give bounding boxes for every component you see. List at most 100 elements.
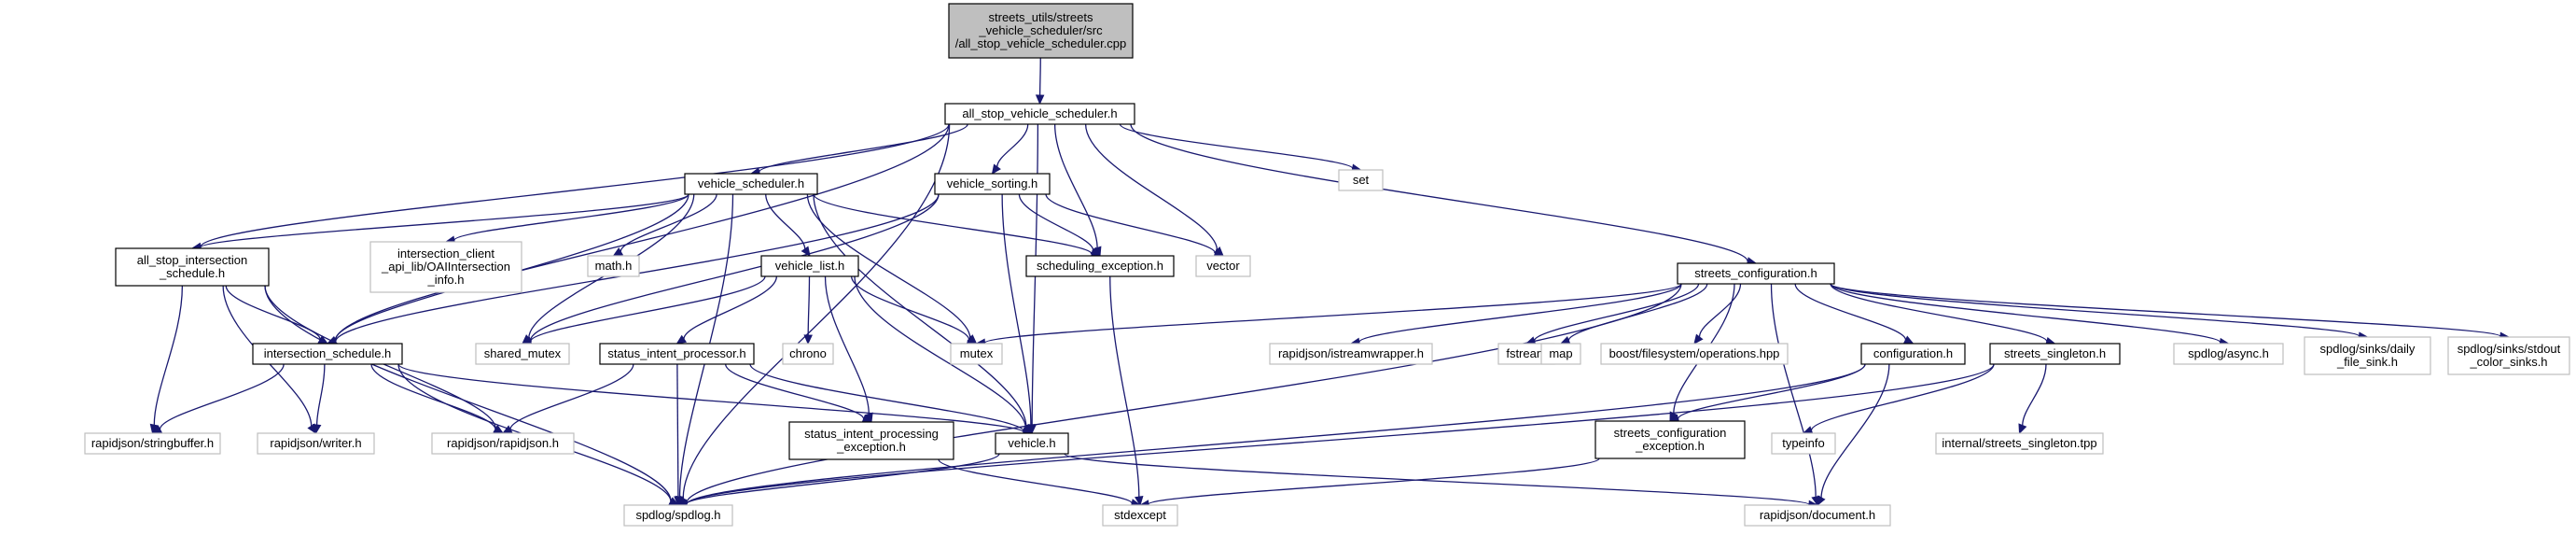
node-sched-exc-h[interactable]: scheduling_exception.h — [1025, 255, 1175, 277]
arrowhead-icon — [1090, 246, 1101, 257]
edge-sip_h-to-sipe_h — [724, 363, 865, 419]
arrowhead-icon — [675, 334, 688, 345]
edge-vehicle_list_h-to-shared_mutex — [530, 275, 766, 342]
edge-vehicle_list_h-to-mutex — [850, 275, 970, 340]
arrowhead-icon — [1035, 94, 1045, 106]
node-label: _info.h — [426, 273, 464, 287]
arrowhead-icon — [1135, 495, 1144, 507]
node-boostfs: boost/filesystem/operations.hpp — [1600, 343, 1789, 365]
node-label: stdexcept — [1114, 508, 1166, 522]
node-config-h[interactable]: configuration.h — [1860, 343, 1966, 365]
node-box — [2304, 336, 2431, 375]
node-label: spdlog/async.h — [2188, 346, 2269, 360]
node-box — [950, 343, 1003, 365]
node-label: configuration.h — [1873, 346, 1953, 360]
edge-vehicle_scheduler_h-to-math — [620, 193, 717, 252]
node-stdout: spdlog/sinks/stdout_color_sinks.h — [2447, 336, 2570, 375]
node-box — [1102, 504, 1178, 527]
node-label: all_stop_intersection — [137, 253, 248, 267]
edge-asvs_h-to-set — [1119, 123, 1354, 169]
edge-vehicle_h-to-spdlog — [686, 453, 1000, 505]
node-asis-h[interactable]: all_stop_intersection_schedule.h — [115, 247, 270, 287]
node-async: spdlog/async.h — [2173, 343, 2284, 365]
node-streets-config-h[interactable]: streets_configuration.h — [1677, 262, 1835, 285]
edge-streets_config_h-to-async — [1830, 283, 2221, 344]
edge-asvs_h-to-vehicle_h — [1031, 123, 1039, 426]
node-box — [115, 247, 270, 287]
node-root[interactable]: streets_utils/streets_vehicle_scheduler/… — [948, 3, 1134, 59]
node-box — [788, 421, 954, 460]
edge-streets_config_h-to-stdout — [1830, 283, 2501, 337]
node-box — [1594, 420, 1746, 459]
node-label: vehicle.h — [1008, 436, 1055, 450]
edge-is_h-to-strbuf — [159, 363, 285, 430]
edge-asvs_h-to-is_h — [334, 123, 950, 342]
node-label: rapidjson/stringbuffer.h — [91, 436, 214, 450]
node-shared-mutex: shared_mutex — [475, 343, 570, 365]
arrowhead-icon — [2018, 423, 2027, 435]
arrowhead-icon — [803, 334, 813, 345]
node-box — [2173, 343, 2284, 365]
node-singleton-h[interactable]: streets_singleton.h — [1989, 343, 2121, 365]
node-map: map — [1540, 343, 1581, 365]
node-box — [684, 173, 818, 195]
arrowhead-icon — [1817, 495, 1826, 507]
edge-asvs_h-to-vector — [1084, 123, 1218, 250]
node-label: all_stop_vehicle_scheduler.h — [962, 106, 1117, 120]
edge-asvs_h-to-asis_h — [200, 123, 950, 248]
node-box — [1025, 255, 1175, 277]
node-box — [1677, 262, 1835, 285]
node-label: streets_utils/streets — [989, 10, 1093, 24]
node-label: rapidjson/document.h — [1760, 508, 1875, 522]
node-label: /all_stop_vehicle_scheduler.cpp — [955, 36, 1127, 50]
edge-is_h-to-rj — [370, 363, 496, 430]
node-label: rapidjson/writer.h — [270, 436, 361, 450]
node-asvs-h[interactable]: all_stop_vehicle_scheduler.h — [944, 103, 1135, 125]
node-label: vehicle_sorting.h — [947, 176, 1038, 190]
node-box — [431, 432, 575, 455]
node-vehicle-h[interactable]: vehicle.h — [995, 432, 1069, 455]
node-label: rapidjson/rapidjson.h — [447, 436, 559, 450]
node-box — [760, 255, 859, 277]
node-box — [944, 103, 1135, 125]
arrowhead-icon — [1693, 333, 1704, 345]
edge-config_h-to-spdlog — [686, 363, 1866, 505]
edge-asvs_h-to-vehicle_scheduler_h — [759, 123, 968, 173]
arrowhead-icon — [674, 496, 683, 507]
node-writer: rapidjson/writer.h — [257, 432, 375, 455]
node-label: status_intent_processor.h — [607, 346, 745, 360]
node-vehicle-sorting-h[interactable]: vehicle_sorting.h — [934, 173, 1051, 195]
node-sip-h[interactable]: status_intent_processor.h — [599, 343, 755, 365]
node-spdlog: spdlog/spdlog.h — [623, 504, 733, 527]
node-stdexcept: stdexcept — [1102, 504, 1178, 527]
node-box — [1860, 343, 1966, 365]
node-box — [1744, 504, 1891, 527]
node-sipe-h[interactable]: status_intent_processing_exception.h — [788, 421, 954, 460]
edge-singleton_h-to-typeinfo — [1810, 363, 1995, 431]
node-label: vehicle_scheduler.h — [698, 176, 804, 190]
arrowhead-icon — [1559, 335, 1571, 345]
edge-vehicle_scheduler_h-to-vehicle_h — [813, 193, 1027, 428]
node-sce-h[interactable]: streets_configuration_exception.h — [1594, 420, 1746, 459]
node-vehicle-scheduler-h[interactable]: vehicle_scheduler.h — [684, 173, 818, 195]
edge-vehicle_scheduler_h-to-mutex — [806, 193, 971, 339]
node-label: _color_sinks.h — [2469, 355, 2547, 369]
edge-root-to-asvs_h — [1038, 57, 1041, 96]
edge-vehicle_sorting_h-to-vector — [1045, 193, 1217, 254]
node-is-h[interactable]: intersection_schedule.h — [252, 343, 403, 365]
edge-streets_config_h-to-spdlog — [686, 283, 1682, 504]
edge-vehicle_scheduler_h-to-vehicle_list_h — [765, 193, 806, 249]
node-label: internal/streets_singleton.tpp — [1942, 436, 2096, 450]
edge-streets_config_h-to-mutex — [983, 283, 1682, 344]
node-label: chrono — [789, 346, 827, 360]
edge-sipe_h-to-stdexcept — [938, 458, 1133, 504]
node-vehicle-list-h[interactable]: vehicle_list.h — [760, 255, 859, 277]
node-box — [1989, 343, 2121, 365]
node-document: rapidjson/document.h — [1744, 504, 1891, 527]
node-set: set — [1338, 169, 1384, 191]
node-label: _file_sink.h — [2336, 355, 2398, 369]
node-label: vehicle_list.h — [775, 259, 844, 273]
edge-streets_config_h-to-singleton_h — [1830, 283, 2048, 343]
edge-is_h-to-vehicle_h — [397, 363, 1024, 433]
node-box — [1771, 432, 1836, 455]
